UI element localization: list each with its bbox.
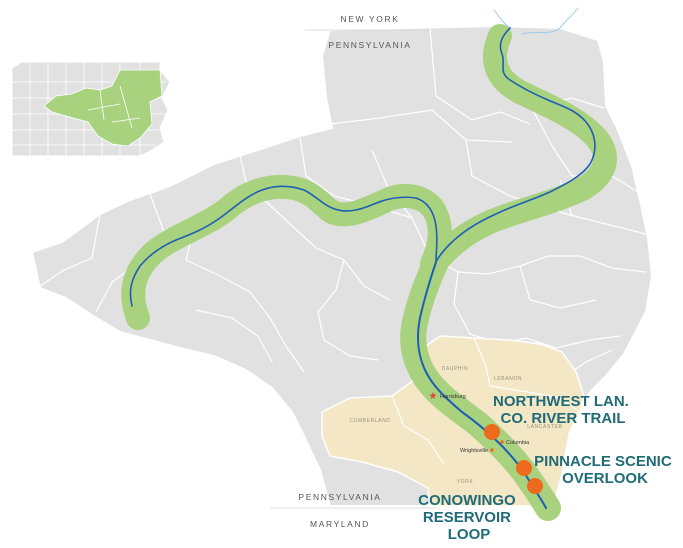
river-north-outside bbox=[493, 7, 579, 35]
city-dot-wrightsville bbox=[490, 448, 494, 452]
county-labels: DAUPHIN LEBANON CUMBERLAND LANCASTER YOR… bbox=[349, 366, 562, 485]
county-label-york: YORK bbox=[457, 479, 474, 485]
city-dot-columbia bbox=[500, 440, 504, 444]
site-label-line: OVERLOOK bbox=[562, 470, 648, 487]
river-north-branch bbox=[435, 27, 596, 263]
cities: ★ Harrisburg Columbia Wrightsville bbox=[429, 391, 531, 454]
star-icon: ★ bbox=[429, 391, 438, 402]
site-markers bbox=[484, 424, 543, 494]
site-label-conowingo[interactable]: CONOWINGO RESERVOIR LOOP bbox=[418, 492, 520, 543]
label-pennsylvania-bottom: PENNSYLVANIA bbox=[298, 492, 381, 502]
site-label-northwest[interactable]: NORTHWEST LAN. CO. RIVER TRAIL bbox=[493, 393, 633, 427]
city-label-harrisburg: Harrisburg bbox=[440, 394, 466, 400]
county-label-dauphin: DAUPHIN bbox=[442, 366, 469, 372]
label-maryland: MARYLAND bbox=[310, 519, 370, 529]
circle-marker-icon[interactable] bbox=[484, 424, 500, 440]
county-label-cumberland: CUMBERLAND bbox=[349, 418, 390, 424]
inset-map bbox=[11, 61, 171, 157]
site-labels: NORTHWEST LAN. CO. RIVER TRAIL PINNACLE … bbox=[418, 393, 676, 543]
label-new-york: NEW YORK bbox=[341, 14, 400, 24]
circle-marker-icon[interactable] bbox=[516, 460, 532, 476]
inset-highlight-counties bbox=[43, 69, 163, 147]
label-pennsylvania-top: PENNSYLVANIA bbox=[328, 40, 411, 50]
site-label-line: NORTHWEST LAN. bbox=[493, 393, 629, 410]
river-west-branch bbox=[129, 185, 438, 307]
site-label-line: LOOP bbox=[448, 526, 491, 543]
site-label-pinnacle[interactable]: PINNACLE SCENIC OVERLOOK bbox=[534, 453, 676, 487]
city-label-wrightsville: Wrightsville bbox=[460, 448, 488, 454]
inset-highlight-lines bbox=[87, 85, 141, 129]
site-label-line: RESERVOIR bbox=[423, 509, 511, 526]
corridor-north-branch bbox=[426, 24, 617, 272]
city-label-columbia: Columbia bbox=[506, 440, 530, 446]
site-label-line: PINNACLE SCENIC bbox=[534, 453, 672, 470]
site-label-line: CO. RIVER TRAIL bbox=[500, 410, 625, 427]
state-borders: NEW YORK PENNSYLVANIA PENNSYLVANIA MARYL… bbox=[270, 14, 440, 529]
circle-marker-icon[interactable] bbox=[527, 478, 543, 494]
county-label-lancaster: LANCASTER bbox=[527, 424, 562, 430]
county-label-lebanon: LEBANON bbox=[494, 376, 522, 382]
site-label-line: CONOWINGO bbox=[418, 492, 516, 509]
